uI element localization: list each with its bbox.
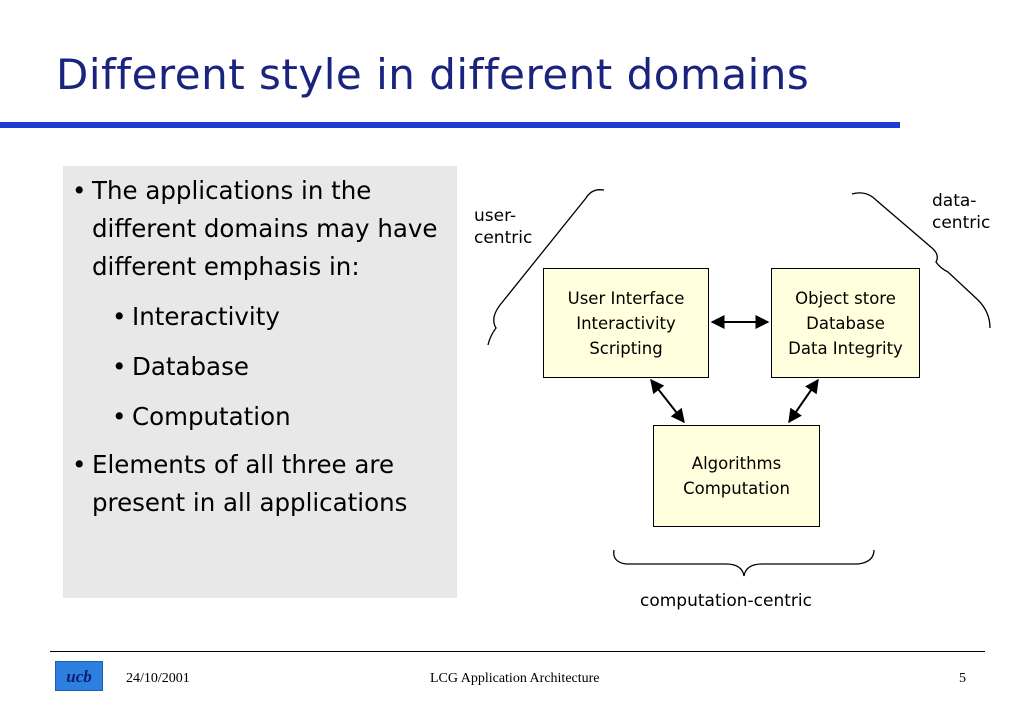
bullet-marker: • [72, 176, 87, 205]
ucb-logo: ucb [55, 661, 103, 691]
user-interface-box: User Interface Interactivity Scripting [543, 268, 709, 378]
bullet-marker: • [72, 450, 87, 479]
box-line: Object store [795, 288, 896, 308]
box-line: User Interface [567, 288, 685, 308]
box-line: Data Integrity [788, 338, 903, 358]
data-centric-brace [851, 192, 991, 329]
sub-bullet-item: • Database [112, 348, 452, 386]
bullet-text: The applications in the different domain… [92, 176, 438, 281]
bullet-marker: • [112, 352, 127, 381]
slide-title: Different style in different domains [56, 50, 810, 99]
box-line: Scripting [589, 338, 663, 358]
arrow-ui-algo [650, 378, 685, 424]
computation-centric-label: computation-centric [640, 591, 812, 611]
sub-bullet-text: Interactivity [132, 302, 280, 331]
algorithms-box: Algorithms Computation [653, 425, 820, 527]
bullet-text: Elements of all three are present in all… [92, 450, 408, 517]
object-store-box: Object store Database Data Integrity [771, 268, 920, 378]
data-centric-label: data- centric [932, 191, 991, 233]
box-line: Interactivity [576, 313, 676, 333]
box-line: Database [806, 313, 885, 333]
sub-bullet-item: • Computation [112, 398, 452, 436]
architecture-diagram [487, 189, 991, 577]
footer-rule [50, 651, 985, 652]
footer-date: 24/10/2001 [126, 671, 190, 686]
arrow-store-algo [788, 378, 819, 424]
bullet-item: • Elements of all three are present in a… [72, 446, 452, 522]
box-line: Computation [683, 479, 790, 498]
computation-centric-brace [613, 549, 875, 577]
sub-bullet-text: Computation [132, 402, 291, 431]
user-centric-brace [487, 189, 605, 346]
bullet-item: • The applications in the different doma… [72, 172, 452, 286]
title-underline [0, 122, 900, 128]
page-number: 5 [959, 671, 966, 686]
sub-bullet-item: • Interactivity [112, 298, 452, 336]
bullet-list: • The applications in the different doma… [72, 172, 452, 522]
bullet-panel [63, 166, 457, 598]
box-line: Algorithms [691, 454, 782, 473]
bullet-marker: • [112, 402, 127, 431]
footer-title: LCG Application Architecture [430, 671, 600, 686]
bullet-marker: • [112, 302, 127, 331]
user-centric-label: user- centric [474, 206, 533, 248]
sub-bullet-text: Database [132, 352, 249, 381]
